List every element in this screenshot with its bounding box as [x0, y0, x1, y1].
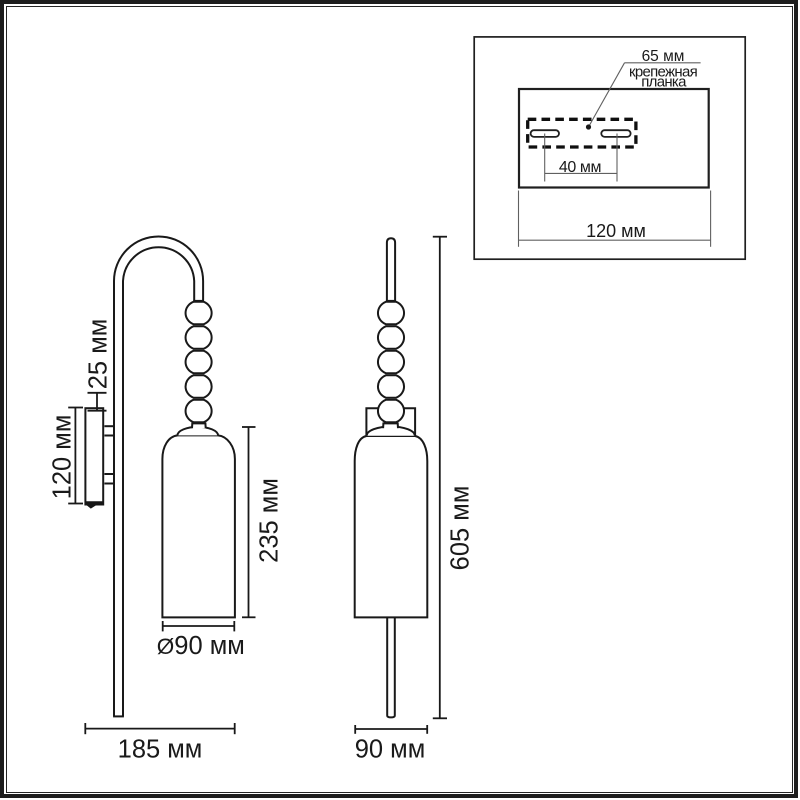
- svg-text:планка: планка: [641, 73, 687, 90]
- svg-text:65 мм: 65 мм: [642, 48, 685, 65]
- svg-text:235 мм: 235 мм: [256, 478, 284, 563]
- svg-text:185 мм: 185 мм: [118, 736, 203, 764]
- svg-text:крепежная: крепежная: [629, 64, 698, 81]
- svg-text:120 мм: 120 мм: [49, 415, 77, 500]
- svg-text:40 мм: 40 мм: [559, 159, 601, 176]
- svg-text:605 мм: 605 мм: [447, 486, 475, 571]
- svg-text:120 мм: 120 мм: [586, 221, 646, 241]
- svg-text:25 мм: 25 мм: [84, 319, 112, 390]
- svg-text:90 мм: 90 мм: [355, 736, 426, 764]
- svg-text:Ø90 мм: Ø90 мм: [157, 632, 245, 660]
